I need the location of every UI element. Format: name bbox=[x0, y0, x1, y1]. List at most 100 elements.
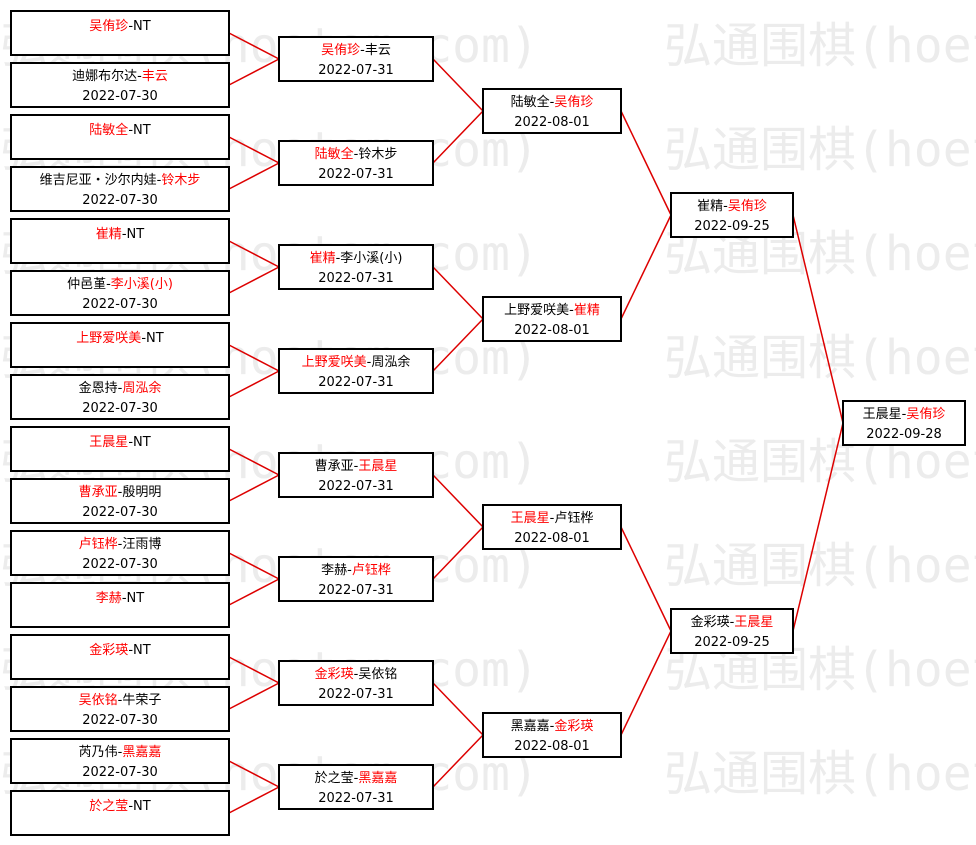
match-box-r2-7[interactable]: 金彩瑛-吴依铭 2022-07-31 bbox=[278, 660, 434, 706]
player-separator: - bbox=[360, 43, 365, 58]
match-players: 陆敏全-铃木步 bbox=[315, 146, 398, 162]
player-separator: - bbox=[730, 615, 735, 630]
watermark-text: 弘通围棋(hoetom.com) bbox=[664, 18, 976, 74]
player-separator: - bbox=[137, 69, 142, 84]
player-two: 丰云 bbox=[142, 69, 168, 84]
bracket-connector bbox=[432, 526, 484, 580]
bracket-connector bbox=[228, 682, 280, 710]
player-separator: - bbox=[336, 251, 341, 266]
bracket-connector bbox=[432, 474, 484, 528]
watermark-text: 弘通围棋(hoetom.com) bbox=[664, 122, 976, 178]
player-one: 芮乃伟 bbox=[79, 744, 118, 760]
match-box-r4-1[interactable]: 崔精-吴侑珍 2022-09-25 bbox=[670, 192, 794, 238]
match-date: 2022-08-01 bbox=[514, 531, 590, 546]
match-players: 於之莹-NT bbox=[89, 798, 150, 814]
match-box-frame bbox=[10, 10, 230, 56]
match-date: 2022-07-31 bbox=[318, 375, 394, 390]
bracket-connector bbox=[432, 110, 484, 164]
match-box-frame bbox=[482, 712, 622, 758]
player-two: 卢钰桦 bbox=[554, 510, 593, 526]
match-date: 2022-07-31 bbox=[318, 479, 394, 494]
match-box-r1-7[interactable]: 上野爱咲美-NT bbox=[10, 322, 230, 368]
match-box-r2-5[interactable]: 曹承亚-王晨星 2022-07-31 bbox=[278, 452, 434, 498]
match-box-frame bbox=[278, 660, 434, 706]
match-date: 2022-07-30 bbox=[82, 193, 158, 208]
match-box-r1-3[interactable]: 陆敏全-NT bbox=[10, 114, 230, 160]
match-players: 王晨星-NT bbox=[89, 435, 150, 450]
match-box-r1-6[interactable]: 仲邑堇-李小溪(小)2022-07-30 bbox=[10, 270, 230, 316]
player-two: NT bbox=[133, 435, 151, 450]
player-one: 迪娜布尔达 bbox=[72, 69, 137, 84]
player-two: 李小溪(小) bbox=[111, 277, 173, 292]
match-date: 2022-07-31 bbox=[318, 687, 394, 702]
bracket-connector bbox=[620, 214, 672, 320]
bracket-connector bbox=[228, 58, 280, 86]
player-separator: - bbox=[128, 643, 133, 658]
player-two: 吴侑珍 bbox=[906, 407, 945, 422]
match-date: 2022-07-30 bbox=[82, 401, 158, 416]
match-date: 2022-07-30 bbox=[82, 557, 158, 572]
match-players: 吴侑珍-丰云 bbox=[321, 43, 391, 58]
match-box-r2-4[interactable]: 上野爱咲美-周泓余 2022-07-31 bbox=[278, 348, 434, 394]
bracket-connector bbox=[228, 786, 280, 814]
match-box-r1-13[interactable]: 金彩瑛-NT bbox=[10, 634, 230, 680]
player-separator: - bbox=[118, 537, 123, 552]
match-box-r1-1[interactable]: 吴侑珍-NT bbox=[10, 10, 230, 56]
match-box-r1-5[interactable]: 崔精-NT bbox=[10, 218, 230, 264]
player-two: 丰云 bbox=[365, 43, 391, 58]
match-box-frame bbox=[278, 452, 434, 498]
player-separator: - bbox=[118, 745, 123, 760]
player-two: 吴侑珍 bbox=[728, 199, 767, 214]
player-separator: - bbox=[106, 277, 111, 292]
match-box-r1-12[interactable]: 李赫-NT bbox=[10, 582, 230, 628]
player-two: 卢钰桦 bbox=[352, 562, 391, 578]
match-players: 上野爱咲美-周泓余 bbox=[302, 354, 411, 370]
match-players: 崔精-吴侑珍 bbox=[697, 198, 767, 214]
match-box-r2-3[interactable]: 崔精-李小溪(小)2022-07-31 bbox=[278, 244, 434, 290]
watermark-text: 弘通围棋(hoetom.com) bbox=[664, 330, 976, 386]
bracket-connector bbox=[432, 58, 484, 112]
match-box-frame bbox=[278, 244, 434, 290]
player-two: 黑嘉嘉 bbox=[122, 745, 161, 760]
match-players: 仲邑堇-李小溪(小) bbox=[67, 277, 173, 292]
bracket-connector bbox=[228, 32, 280, 60]
match-players: 金彩瑛-王晨星 bbox=[691, 614, 774, 630]
match-date: 2022-07-30 bbox=[82, 765, 158, 780]
match-players: 金彩瑛-吴依铭 bbox=[315, 666, 398, 682]
player-separator: - bbox=[550, 95, 555, 110]
player-one: 上野爱咲美 bbox=[302, 354, 367, 370]
match-box-r1-15[interactable]: 芮乃伟-黑嘉嘉 2022-07-30 bbox=[10, 738, 230, 784]
player-one: 维吉尼亚・沙尔内娃 bbox=[40, 172, 157, 188]
player-one: 仲邑堇 bbox=[67, 277, 106, 292]
match-box-r1-16[interactable]: 於之莹-NT bbox=[10, 790, 230, 836]
player-separator: - bbox=[128, 123, 133, 138]
match-box-r1-9[interactable]: 王晨星-NT bbox=[10, 426, 230, 472]
player-separator: - bbox=[367, 355, 372, 370]
match-date: 2022-09-25 bbox=[694, 219, 770, 234]
bracket-connector bbox=[228, 760, 280, 788]
player-one: 崔精 bbox=[697, 198, 723, 214]
player-separator: - bbox=[347, 563, 352, 578]
match-players: 金彩瑛-NT bbox=[89, 642, 150, 658]
match-players: 曹承亚-王晨星 bbox=[315, 459, 398, 474]
player-separator: - bbox=[118, 693, 123, 708]
player-separator: - bbox=[157, 173, 162, 188]
match-box-frame bbox=[10, 374, 230, 420]
